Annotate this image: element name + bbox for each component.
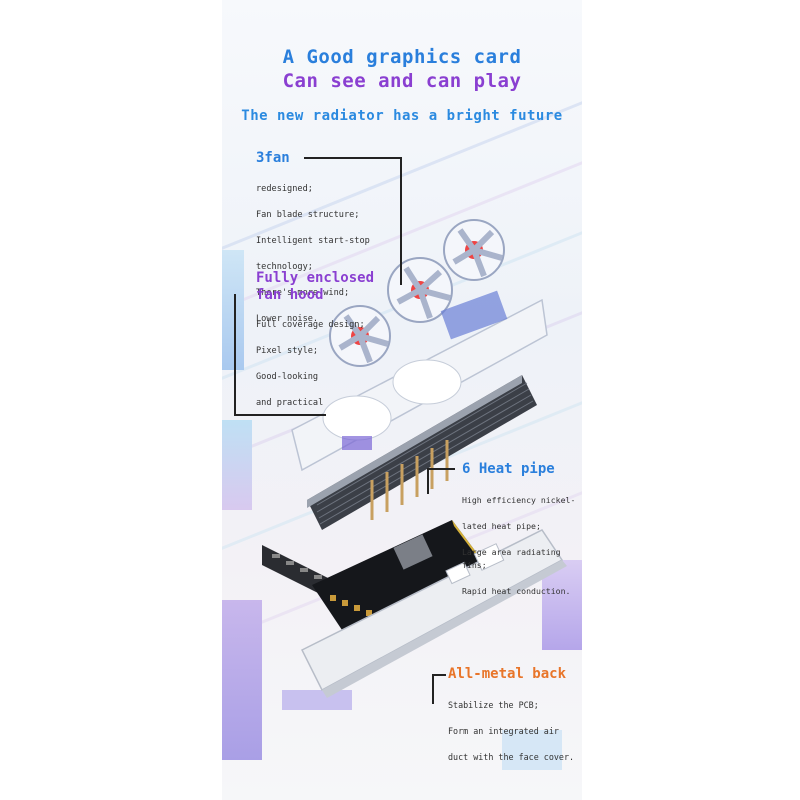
headline-line1: A Good graphics card <box>282 46 522 68</box>
backplate-icon <box>300 529 567 698</box>
feature-desc-metal-back: Stabilize the PCB; Form an integrated ai… <box>448 686 574 777</box>
exploded-card-illustration <box>262 219 567 698</box>
heatsink-icon <box>307 375 537 530</box>
feature-desc-line: There's more wind; <box>256 288 350 298</box>
fan-icon <box>443 219 505 281</box>
feature-desc-line: Form an integrated air <box>448 726 559 736</box>
feature-desc-line: duct with the face cover. <box>448 752 575 762</box>
feature-desc-line: Lower noise. <box>256 314 319 324</box>
leader-line <box>427 468 429 494</box>
headline-line2: Can see and can play <box>282 70 522 92</box>
feature-desc-line: redesigned; <box>256 184 313 194</box>
feature-desc-line: lated heat pipe; <box>462 521 541 531</box>
leader-line <box>400 157 402 285</box>
feature-desc-3fan: redesigned; Fan blade structure; Intelli… <box>256 170 370 339</box>
feature-desc-line: Intelligent start-stop <box>256 236 370 246</box>
leader-line <box>432 674 434 704</box>
leader-line <box>304 157 400 159</box>
feature-title-line: Fully enclosed <box>256 270 375 286</box>
feature-desc-line: High efficiency nickel- <box>462 495 576 505</box>
product-poster: A Good graphics card Can see and can pla… <box>222 0 582 800</box>
feature-desc-line: Stabilize the PCB; <box>448 700 539 710</box>
pixel-block <box>222 250 244 370</box>
fan-shroud <box>291 290 548 472</box>
feature-desc-line: technology; <box>256 262 313 272</box>
pixel-block <box>282 690 352 710</box>
feature-title-heat-pipe: 6 Heat pipe <box>462 461 555 477</box>
feature-title-3fan: 3fan <box>256 150 290 166</box>
feature-desc-heat-pipe: High efficiency nickel- lated heat pipe;… <box>462 481 582 611</box>
feature-desc-line: Rapid heat conduction. <box>462 586 571 596</box>
feature-desc-line: Good-looking <box>256 372 319 382</box>
feature-title-fan-hood: Fully enclosed fan hood <box>256 270 374 304</box>
leader-line <box>234 294 236 414</box>
leader-line <box>234 414 326 416</box>
leader-line <box>427 468 455 470</box>
feature-title-metal-back: All-metal back <box>448 666 567 682</box>
fan-icon <box>329 305 391 367</box>
pixel-block <box>222 420 252 510</box>
pixel-block <box>222 600 262 760</box>
leader-line <box>432 674 446 676</box>
feature-desc-line: Fan blade structure; <box>256 210 360 220</box>
feature-desc-line: and practical <box>256 398 324 408</box>
feature-desc-line: Pixel style; <box>256 346 319 356</box>
feature-desc-line: Large area radiating fins; <box>462 547 561 570</box>
feature-title-line: fan hood <box>256 287 324 303</box>
headline-line3: The new radiator has a bright future <box>241 108 563 124</box>
feature-desc-fan-hood: Full coverage design; Pixel style; Good-… <box>256 306 365 423</box>
fan-icon <box>387 257 453 323</box>
feature-desc-line: Full coverage design; <box>256 320 365 330</box>
pixel-block <box>502 730 562 770</box>
